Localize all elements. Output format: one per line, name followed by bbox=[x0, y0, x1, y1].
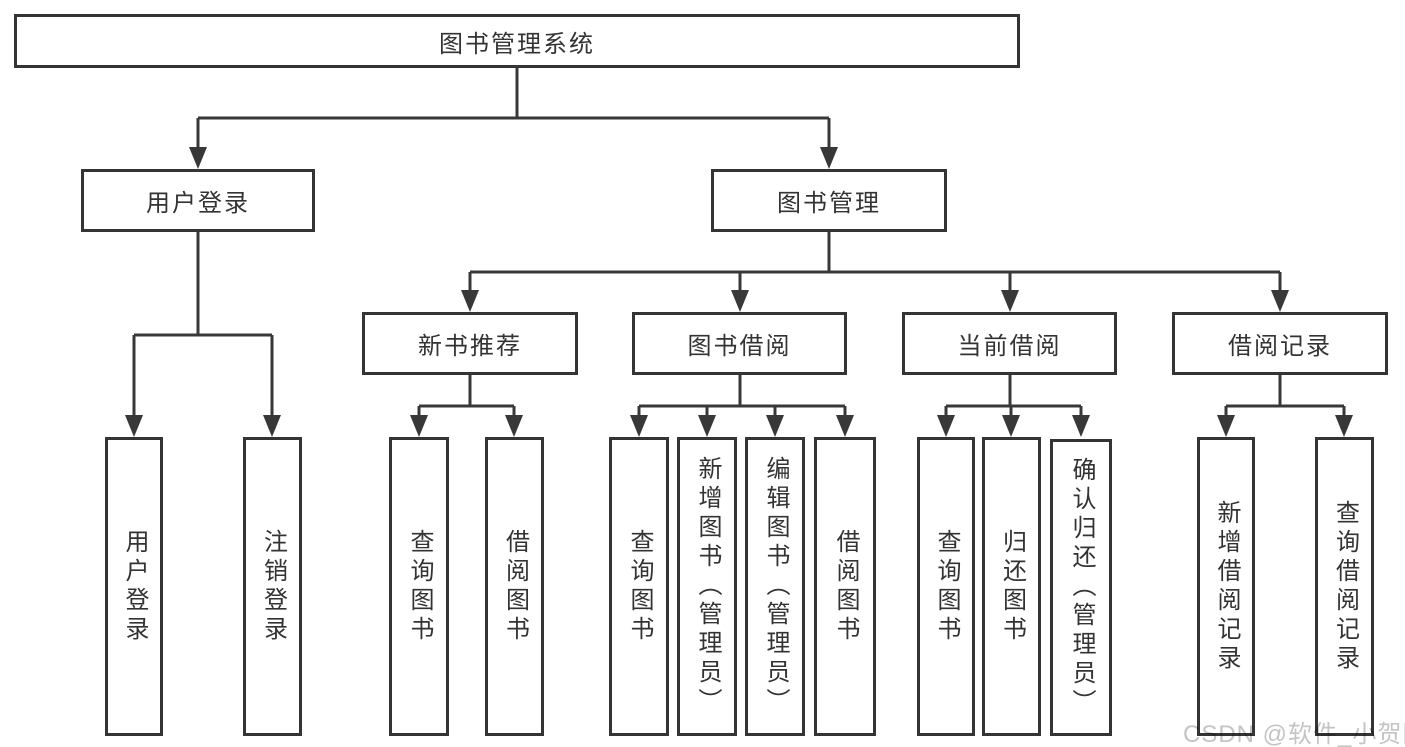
node-user-login: 用户登录 bbox=[81, 169, 315, 232]
node-label: 归还图书 bbox=[998, 528, 1026, 645]
node-label: 查询图书 bbox=[626, 528, 653, 645]
connector-user-login-to-leaves bbox=[132, 232, 274, 416]
arrowhead-down-icon bbox=[1001, 290, 1019, 312]
arrowhead-down-icon bbox=[189, 147, 207, 169]
node-label: 查询借阅记录 bbox=[1331, 499, 1359, 674]
node-label: 确认归还（管理员） bbox=[1068, 457, 1095, 718]
node-label: 编辑图书（管理员） bbox=[762, 456, 789, 717]
node-label: 注销登录 bbox=[259, 528, 287, 645]
leaf-query-books-2: 查询图书 bbox=[609, 437, 669, 736]
arrowhead-down-icon bbox=[461, 290, 479, 312]
leaf-return-books: 归还图书 bbox=[982, 437, 1041, 736]
leaf-confirm-return-admin: 确认归还（管理员） bbox=[1050, 439, 1112, 736]
node-label: 新增借阅记录 bbox=[1213, 499, 1240, 674]
arrowhead-down-icon bbox=[505, 415, 523, 437]
node-label: 图书借阅 bbox=[687, 333, 792, 360]
leaf-user-login: 用户登录 bbox=[105, 437, 163, 736]
leaf-logout-login: 注销登录 bbox=[243, 437, 302, 736]
arrowhead-down-icon bbox=[836, 415, 854, 437]
node-label: 查询图书 bbox=[406, 528, 433, 645]
node-label: 图书管理 bbox=[777, 190, 881, 217]
arrowhead-down-icon bbox=[263, 415, 281, 437]
node-label: 用户登录 bbox=[121, 528, 148, 645]
arrowhead-down-icon bbox=[125, 415, 143, 437]
arrowhead-down-icon bbox=[698, 415, 716, 437]
connector-book-management-to-level3 bbox=[468, 232, 1282, 291]
arrowhead-down-icon bbox=[937, 415, 955, 437]
arrowhead-down-icon bbox=[410, 415, 428, 437]
node-label: 借阅图书 bbox=[501, 528, 529, 645]
node-label: 借阅图书 bbox=[832, 528, 859, 645]
leaf-borrow-books-1: 借阅图书 bbox=[485, 437, 544, 736]
node-label: 当前借阅 bbox=[957, 333, 1062, 360]
node-book-management: 图书管理 bbox=[711, 169, 947, 232]
node-label: 查询图书 bbox=[933, 528, 960, 645]
arrowhead-down-icon bbox=[731, 290, 749, 312]
connector-root-to-level2 bbox=[196, 68, 831, 148]
leaf-query-books-3: 查询图书 bbox=[917, 437, 975, 736]
node-library-management-system: 图书管理系统 bbox=[14, 14, 1020, 68]
leaf-add-books-admin: 新增图书（管理员） bbox=[677, 437, 737, 736]
leaf-edit-books-admin: 编辑图书（管理员） bbox=[745, 437, 805, 736]
node-label: 借阅记录 bbox=[1228, 333, 1332, 360]
leaf-borrow-books-2: 借阅图书 bbox=[814, 437, 876, 736]
connector-borrowing-records-to-leaves bbox=[1224, 375, 1346, 416]
node-book-borrowing: 图书借阅 bbox=[632, 312, 847, 375]
arrowhead-down-icon bbox=[766, 415, 784, 437]
arrowhead-down-icon bbox=[1271, 290, 1289, 312]
node-current-borrowing: 当前借阅 bbox=[902, 312, 1117, 375]
node-label: 新书推荐 bbox=[418, 333, 522, 360]
node-label: 新增图书（管理员） bbox=[694, 456, 721, 717]
arrowhead-down-icon bbox=[820, 147, 838, 169]
arrowhead-down-icon bbox=[1002, 415, 1020, 437]
arrowhead-down-icon bbox=[1072, 415, 1090, 437]
leaf-add-borrow-record: 新增借阅记录 bbox=[1197, 437, 1255, 736]
node-label: 图书管理系统 bbox=[439, 30, 595, 58]
arrowhead-down-icon bbox=[630, 415, 648, 437]
arrowhead-down-icon bbox=[1335, 415, 1353, 437]
node-new-book-recommendation: 新书推荐 bbox=[362, 312, 578, 375]
node-borrowing-records: 借阅记录 bbox=[1172, 312, 1388, 375]
leaf-query-borrow-record: 查询借阅记录 bbox=[1315, 437, 1374, 736]
arrowheads bbox=[125, 147, 1353, 437]
leaf-query-books-1: 查询图书 bbox=[389, 437, 449, 736]
arrowhead-down-icon bbox=[1217, 415, 1235, 437]
connector-paths bbox=[132, 68, 1346, 416]
connector-book-borrowing-to-leaves bbox=[637, 375, 847, 416]
node-label: 用户登录 bbox=[146, 190, 250, 217]
connector-new-book-to-leaves bbox=[417, 375, 516, 416]
connector-current-borrowing-to-leaves bbox=[944, 375, 1083, 416]
csdn-watermark: CSDN @软件_小贺同学 bbox=[1183, 721, 1405, 747]
